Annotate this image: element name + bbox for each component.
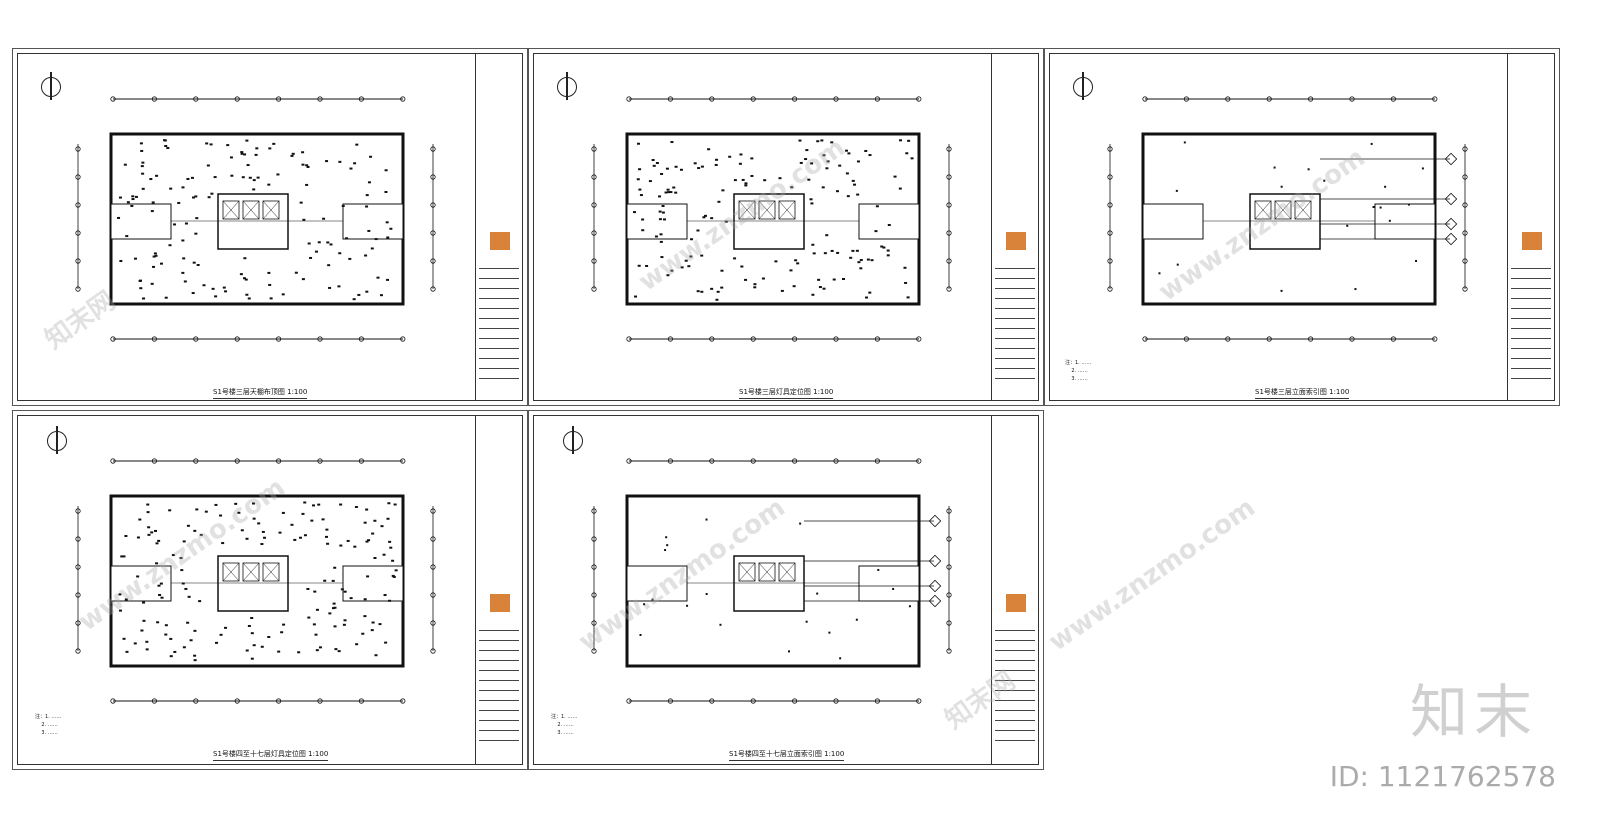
- company-logo-icon: [1006, 594, 1026, 612]
- sheet-title: S1号楼三层天棚布顶图 1:100: [213, 388, 308, 399]
- title-block: [991, 53, 1039, 401]
- drawing-notes: 注：1. …… 2. …… 3. ……: [35, 714, 62, 736]
- brand-logo: 知末: [1409, 678, 1538, 746]
- floor-plan: [75, 96, 436, 342]
- sheet-title: S1号楼四至十七层灯具定位图 1:100: [213, 750, 329, 761]
- company-logo-icon: [1522, 232, 1542, 250]
- north-arrow-icon: [41, 72, 61, 100]
- drawing-sheet-2[interactable]: S1号楼三层灯具定位图 1:100: [528, 48, 1044, 406]
- drawing-sheet-4[interactable]: 注：1. …… 2. …… 3. …… S1号楼四至十七层灯具定位图 1:100: [12, 410, 528, 770]
- north-arrow-icon: [1073, 72, 1093, 100]
- drawing-notes: 注：1. …… 2. …… 3. ……: [1065, 360, 1092, 382]
- drawing-sheet-5[interactable]: 注：1. …… 2. …… 3. …… S1号楼四至十七层立面索引图 1:100: [528, 410, 1044, 770]
- drawing-sheet-1[interactable]: S1号楼三层天棚布顶图 1:100: [12, 48, 528, 406]
- sheet-title: S1号楼四至十七层立面索引图 1:100: [729, 750, 845, 761]
- floor-plan: [1107, 96, 1468, 342]
- title-block: [991, 415, 1039, 765]
- watermark-site: www.znzmo.com: [1043, 492, 1261, 658]
- company-logo-icon: [490, 594, 510, 612]
- floor-plan: [591, 96, 952, 342]
- sheet-title: S1号楼三层立面索引图 1:100: [1255, 388, 1350, 399]
- floor-plan: [591, 458, 952, 704]
- asset-id-label: ID: 1121762578: [1329, 760, 1556, 793]
- drawing-notes: 注：1. …… 2. …… 3. ……: [551, 714, 578, 736]
- drawing-sheet-3[interactable]: 注：1. …… 2. …… 3. …… S1号楼三层立面索引图 1:100: [1044, 48, 1560, 406]
- floor-plan: [75, 458, 436, 704]
- company-logo-icon: [1006, 232, 1026, 250]
- title-block: [475, 53, 523, 401]
- title-block: [475, 415, 523, 765]
- north-arrow-icon: [47, 426, 67, 454]
- company-logo-icon: [490, 232, 510, 250]
- north-arrow-icon: [557, 72, 577, 100]
- title-block: [1507, 53, 1555, 401]
- north-arrow-icon: [563, 426, 583, 454]
- sheet-title: S1号楼三层灯具定位图 1:100: [739, 388, 834, 399]
